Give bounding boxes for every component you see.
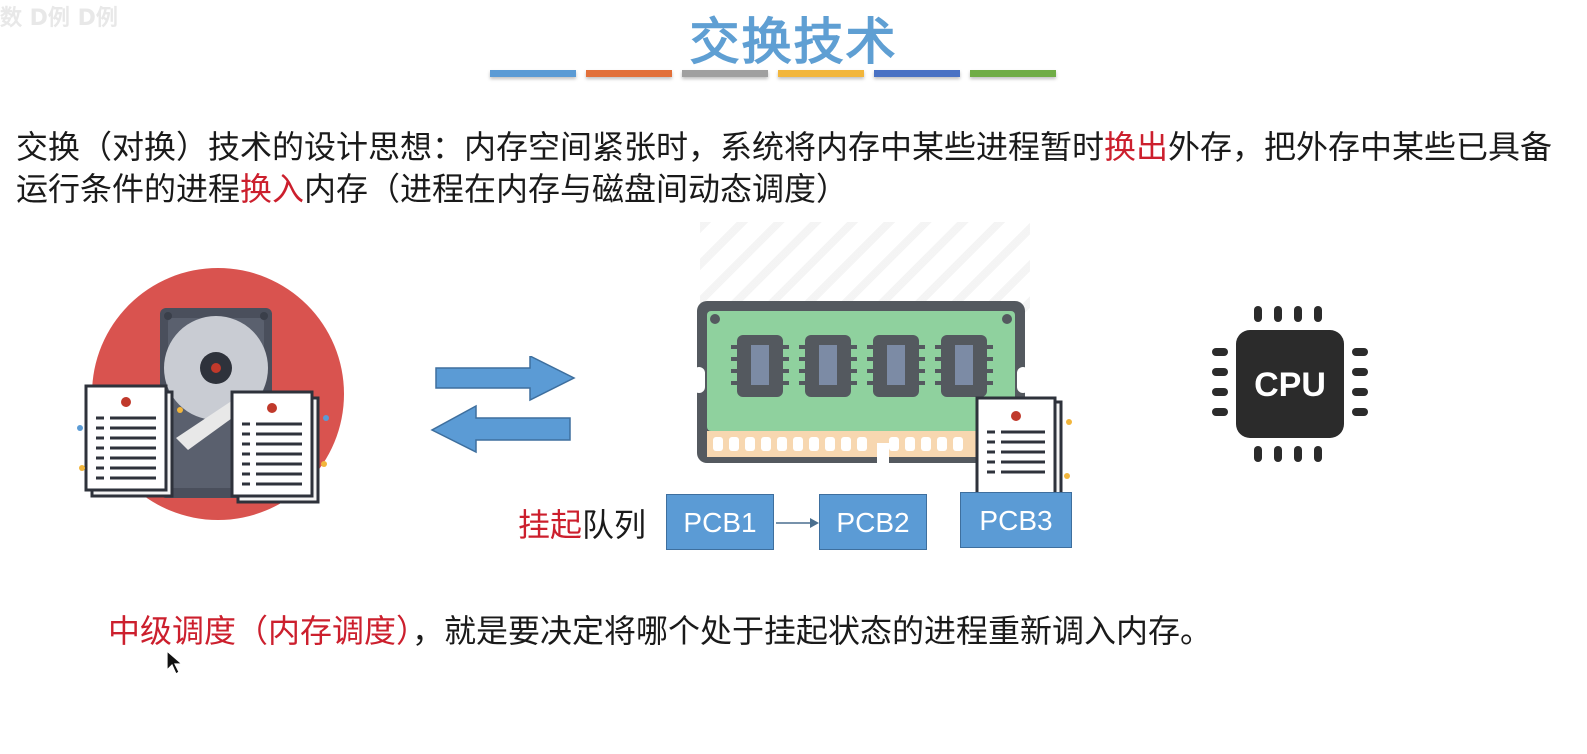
description-paragraph: 交换（对换）技术的设计思想：内存空间紧张时，系统将内存中某些进程暂时换出外存，把… [16, 126, 1576, 210]
title-bar [778, 70, 864, 77]
pcb-box-3: PCB3 [960, 492, 1072, 548]
title-bar [874, 70, 960, 77]
hard-disk-with-documents-icon [76, 268, 356, 532]
ram-module-icon [693, 297, 1033, 476]
title-bar [586, 70, 672, 77]
para-text: 外存，把外存中某些已具备运行条件的进程 [16, 128, 1553, 208]
cpu-label: CPU [1254, 366, 1326, 404]
watermark: 数 D例 D例 [0, 6, 118, 31]
pcb-box-2: PCB2 [819, 494, 927, 550]
suspend-highlight: 挂起 [518, 506, 583, 544]
cpu-chip-icon: CPU [1208, 302, 1378, 474]
para-text: 交换（对换）技术的设计思想：内存空间紧张时，系统将内存中某些进程暂时 [16, 128, 1105, 166]
suspend-queue-label: 挂起队列 [518, 500, 646, 546]
queue-text: 队列 [582, 506, 647, 544]
mouse-pointer-icon [166, 649, 184, 680]
bottom-text: ，就是要决定将哪个处于挂起状态的进程重新调入内存。 [412, 612, 1213, 650]
title-bar [682, 70, 768, 77]
swap-out-highlight: 换出 [1104, 128, 1169, 166]
title-bar [490, 70, 576, 77]
queue-link-arrow [776, 515, 820, 535]
title-bar [970, 70, 1056, 77]
pcb-box-1: PCB1 [666, 494, 774, 550]
page-title: 交换技术 [689, 13, 898, 71]
swap-in-highlight: 换入 [240, 170, 305, 208]
bottom-sentence: 中级调度（内存调度），就是要决定将哪个处于挂起状态的进程重新调入内存。 [108, 606, 1212, 652]
swap-arrows-icon [430, 354, 580, 460]
document-icon [975, 396, 1075, 500]
mid-level-scheduling-highlight: 中级调度（内存调度） [108, 612, 413, 650]
title-color-bars [490, 70, 1060, 78]
para-text: 内存（进程在内存与磁盘间动态调度） [304, 170, 849, 208]
